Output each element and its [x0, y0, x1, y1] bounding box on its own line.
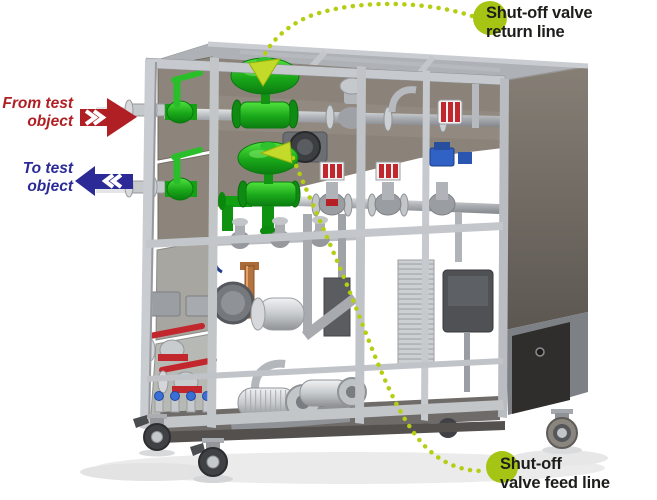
control-box: [442, 269, 494, 392]
callout-return-line-1: Shut-off valve: [486, 4, 593, 22]
callout-dot-icon: [486, 451, 518, 483]
label-from-test-object: From test object: [0, 95, 73, 130]
callout-return-line-2: return line: [486, 22, 565, 41]
control-valve: [367, 161, 409, 217]
striped-actuator: [437, 99, 463, 125]
caster-wheel-right: [542, 409, 582, 454]
label-to-test-object: To test object: [0, 160, 73, 195]
to-test-line-2: object: [27, 177, 73, 195]
from-test-line-1: From test: [2, 95, 73, 112]
manual-ball-valve-red: [144, 323, 205, 362]
from-test-arrow-icon: [80, 98, 137, 137]
callout-leader-return: [248, 1, 475, 87]
feed-line-piping: [282, 131, 500, 262]
electrical-boxes: [149, 291, 213, 317]
caster-wheel-center-left: [190, 438, 233, 483]
shut-off-valve-feed: [218, 141, 301, 236]
callout-dot-icon: [473, 1, 507, 35]
from-test-line-2: object: [27, 112, 73, 130]
callout-arrowhead-icon: [259, 141, 293, 164]
cabinet-side-panel: [503, 65, 589, 330]
callout-feed-line-2: valve feed line: [500, 473, 610, 492]
callout-return-line: Shut-off valve return line: [486, 4, 592, 41]
to-test-arrow-icon: [75, 166, 133, 196]
callout-leader-feed: [259, 141, 486, 474]
callout-feed-line: Shut-off valve feed line: [500, 455, 610, 492]
buffer-tank: [250, 297, 305, 331]
callout-feed-line-1: Shut-off: [500, 455, 562, 473]
cabinet-lower-door: [505, 312, 588, 415]
control-valve: [311, 161, 353, 217]
cabinet-frame: [140, 57, 509, 443]
solenoid-valve: [428, 142, 472, 216]
callout-arrowhead-icon: [248, 58, 281, 87]
to-test-line-1: To test: [22, 160, 73, 177]
caster-wheel-front-left: [133, 414, 175, 457]
drain-fittings: [154, 391, 212, 413]
